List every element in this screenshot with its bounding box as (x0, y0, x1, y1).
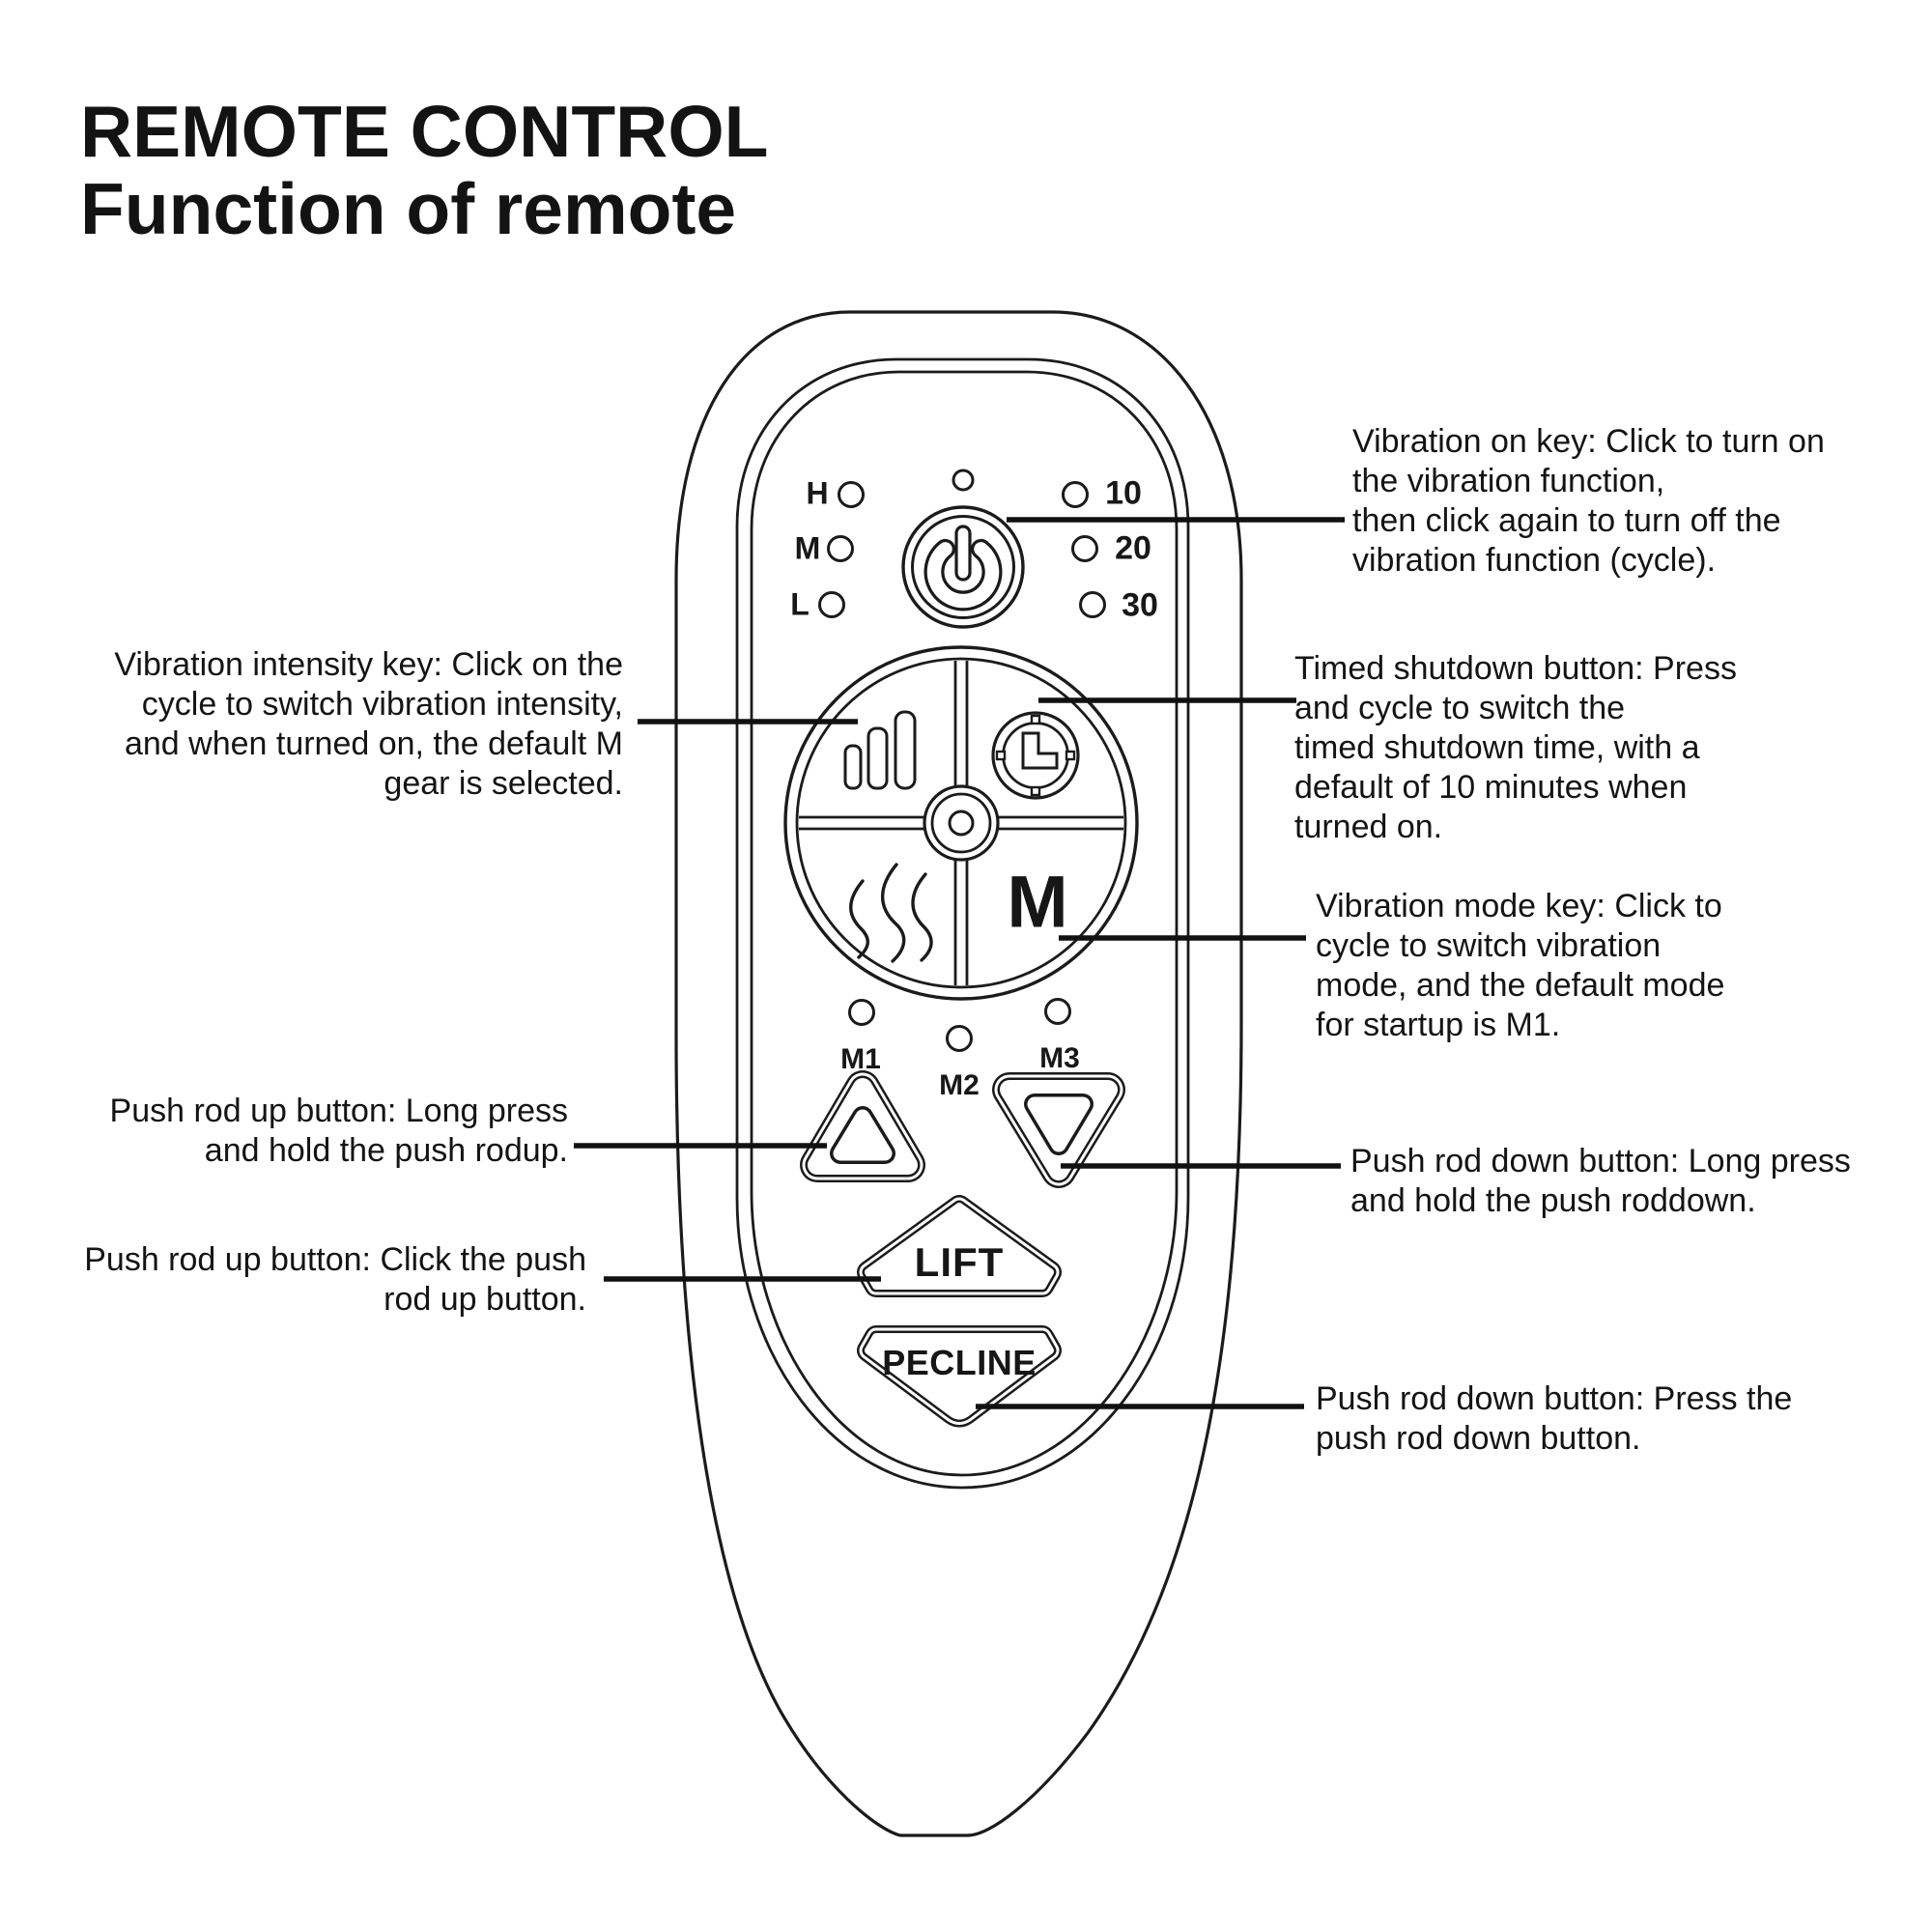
signal-bars-icon[interactable] (843, 710, 917, 790)
leader-lines (574, 517, 1345, 1409)
mode-pad[interactable] (783, 645, 1139, 1001)
intensity-high-label: H (806, 475, 829, 511)
timer-10-label: 10 (1105, 474, 1142, 512)
intensity-low-light (818, 591, 845, 618)
callout-line: cycle to switch vibration intensity, (141, 686, 623, 723)
pecline-button[interactable] (857, 1325, 1062, 1428)
callout-line: Push rod down button: Long press (1350, 1143, 1851, 1179)
callout-line: turned on. (1294, 809, 1443, 845)
callout-line: default of 10 minutes when (1294, 769, 1688, 806)
callout-line: timed shutdown time, with a (1294, 729, 1700, 766)
callout-line: the vibration function, (1352, 463, 1665, 499)
intensity-mid-label: M (794, 530, 821, 566)
callout-push-rod-down-long: Push rod down button: Long press and hol… (1350, 1142, 1851, 1221)
push-rod-down-button[interactable] (992, 1072, 1125, 1188)
power-icon (923, 525, 1003, 611)
mode-m3-light (1044, 998, 1071, 1025)
timer-20-light (1071, 535, 1098, 562)
up-triangle-icon (830, 1106, 895, 1164)
callout-push-rod-down-press: Push rod down button: Press the push rod… (1316, 1379, 1792, 1459)
callout-line: and when turned on, the default M (124, 725, 623, 762)
power-button[interactable] (901, 505, 1025, 629)
mode-m1-light (848, 999, 875, 1026)
callout-line: rod up button. (384, 1281, 586, 1318)
vibration-mode-key-label[interactable]: M (1007, 861, 1068, 944)
callout-line: then click again to turn off the (1352, 502, 1781, 539)
callout-push-rod-up-click: Push rod up button: Click the push rod u… (84, 1240, 586, 1320)
callout-line: Vibration intensity key: Click on the (114, 646, 623, 683)
timer-30-light (1079, 591, 1106, 618)
power-indicator-light (952, 469, 975, 492)
callout-timed-shutdown: Timed shutdown button: Press and cycle t… (1294, 649, 1737, 847)
callout-line: gear is selected. (384, 765, 623, 802)
callout-line: and hold the push roddown. (1350, 1182, 1756, 1219)
mode-m1-label: M1 (840, 1043, 881, 1075)
callout-vibration-intensity: Vibration intensity key: Click on the cy… (114, 645, 623, 804)
lift-button[interactable] (857, 1195, 1062, 1297)
push-rod-up-button[interactable] (800, 1070, 925, 1182)
callout-vibration-on: Vibration on key: Click to turn on the v… (1352, 422, 1825, 581)
callout-line: cycle to switch vibration (1316, 927, 1662, 964)
callout-line: and hold the push rodup. (204, 1132, 568, 1169)
mode-m2-light (946, 1025, 973, 1052)
callout-line: Timed shutdown button: Press (1294, 650, 1737, 687)
callout-line: Vibration on key: Click to turn on (1352, 423, 1825, 460)
timer-20-label: 20 (1115, 529, 1151, 567)
timer-30-label: 30 (1122, 586, 1158, 624)
page-title: REMOTE CONTROL Function of remote (80, 93, 768, 247)
callout-line: and cycle to switch the (1294, 690, 1626, 726)
mode-m3-label: M3 (1039, 1042, 1080, 1074)
callout-line: Push rod up button: Click the push (84, 1241, 586, 1278)
page-title-line1: REMOTE CONTROL (80, 91, 769, 172)
intensity-low-label: L (790, 586, 810, 622)
callout-line: Push rod up button: Long press (109, 1093, 568, 1129)
callout-line: vibration function (cycle). (1352, 542, 1717, 579)
callout-vibration-mode: Vibration mode key: Click to cycle to sw… (1316, 887, 1724, 1045)
callout-line: Vibration mode key: Click to (1316, 888, 1722, 924)
intensity-high-light (838, 481, 865, 508)
heat-waves-icon[interactable] (849, 863, 933, 963)
callout-line: push rod down button. (1316, 1420, 1641, 1457)
callout-line: for startup is M1. (1316, 1007, 1561, 1043)
mode-m2-label: M2 (939, 1069, 980, 1101)
callout-line: mode, and the default mode (1316, 967, 1725, 1004)
pad-center-button[interactable] (923, 784, 1000, 862)
down-triangle-icon (1024, 1094, 1094, 1155)
intensity-mid-light (827, 535, 854, 562)
pecline-button-label[interactable]: PECLINE (882, 1343, 1037, 1382)
pad-divider-lines (799, 661, 1123, 985)
timer-10-light (1062, 481, 1089, 508)
indicator-lights (818, 469, 1106, 1052)
callout-push-rod-up-long: Push rod up button: Long press and hold … (110, 1092, 568, 1171)
lift-button-label[interactable]: LIFT (914, 1239, 1005, 1285)
page-title-line2: Function of remote (80, 168, 737, 249)
timer-clock-icon[interactable] (991, 711, 1080, 800)
callout-line: Push rod down button: Press the (1316, 1380, 1793, 1417)
